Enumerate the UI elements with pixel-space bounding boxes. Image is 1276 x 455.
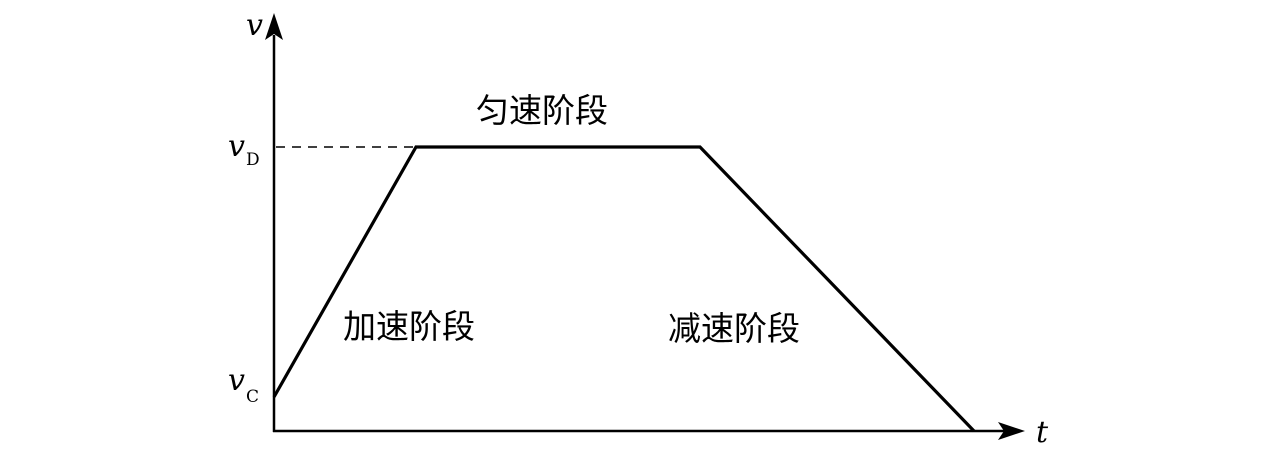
y-axis-arrow-icon xyxy=(265,13,283,40)
v-high-label: v xyxy=(228,129,245,164)
x-axis-label: t xyxy=(1036,415,1049,450)
v-high-subscript: D xyxy=(246,150,260,170)
constant-phase-label: 匀速阶段 xyxy=(476,91,608,130)
y-axis-label: v xyxy=(246,8,263,43)
velocity-profile-line xyxy=(272,145,976,433)
decelerate-phase-label: 减速阶段 xyxy=(668,309,800,348)
accelerate-phase-label: 加速阶段 xyxy=(343,307,475,346)
v-low-subscript: C xyxy=(246,387,259,407)
x-axis-arrow-icon xyxy=(998,422,1025,440)
v-low-label: v xyxy=(228,363,245,398)
